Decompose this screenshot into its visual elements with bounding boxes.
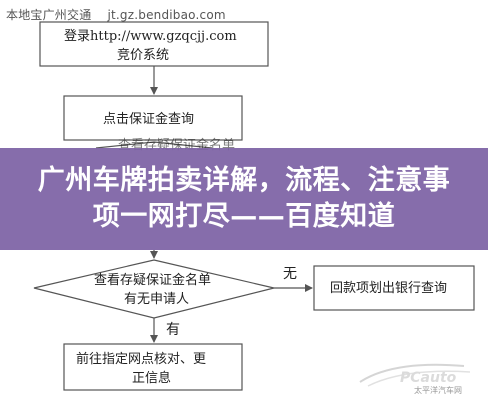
flow-box-bank-query-label: 回款项划出银行查询 [330, 281, 447, 296]
flow-box-bank-query [313, 265, 475, 311]
flow-box-login-line1: 登录http://www.gzqcjj.com [64, 29, 237, 44]
flow-box-verify-info-line2: 正信息 [132, 370, 171, 386]
source-watermark: 本地宝广州交通 jt.gz.bendibao.com [6, 6, 226, 23]
flow-diamond-partial-top [95, 141, 213, 149]
banner-title: 广州车牌拍卖详解，流程、注意事项一网打尽——百度知道 [37, 165, 451, 232]
flow-box-login-line2: 竞价系统 [117, 47, 169, 63]
flow-box-deposit-query [63, 95, 243, 141]
svg-text:PCauto: PCauto [400, 370, 457, 386]
title-banner: 广州车牌拍卖详解，流程、注意事项一网打尽——百度知道 [0, 148, 488, 250]
flow-decision-line1: 查看存疑保证金名单 [94, 272, 211, 288]
flow-box-deposit-query-label: 点击保证金查询 [103, 111, 194, 127]
flow-decision-line2: 有无申请人 [124, 292, 189, 307]
flow-decision-diamond [33, 259, 275, 319]
flow-box-verify-info-line1: 前往指定网点核对、更 [76, 351, 206, 367]
watermark-site-name: 本地宝广州交通 [6, 8, 92, 22]
flow-box-login [39, 21, 269, 67]
pcauto-logo-watermark: PCauto [359, 363, 471, 387]
logo-sub-text: 太平洋汽车网 [414, 386, 462, 395]
flow-edge-no-label: 无 [283, 266, 297, 282]
flow-edge-yes-label: 有 [166, 322, 180, 338]
watermark-site-url: jt.gz.bendibao.com [107, 8, 226, 22]
flow-box-verify-info [63, 343, 243, 391]
